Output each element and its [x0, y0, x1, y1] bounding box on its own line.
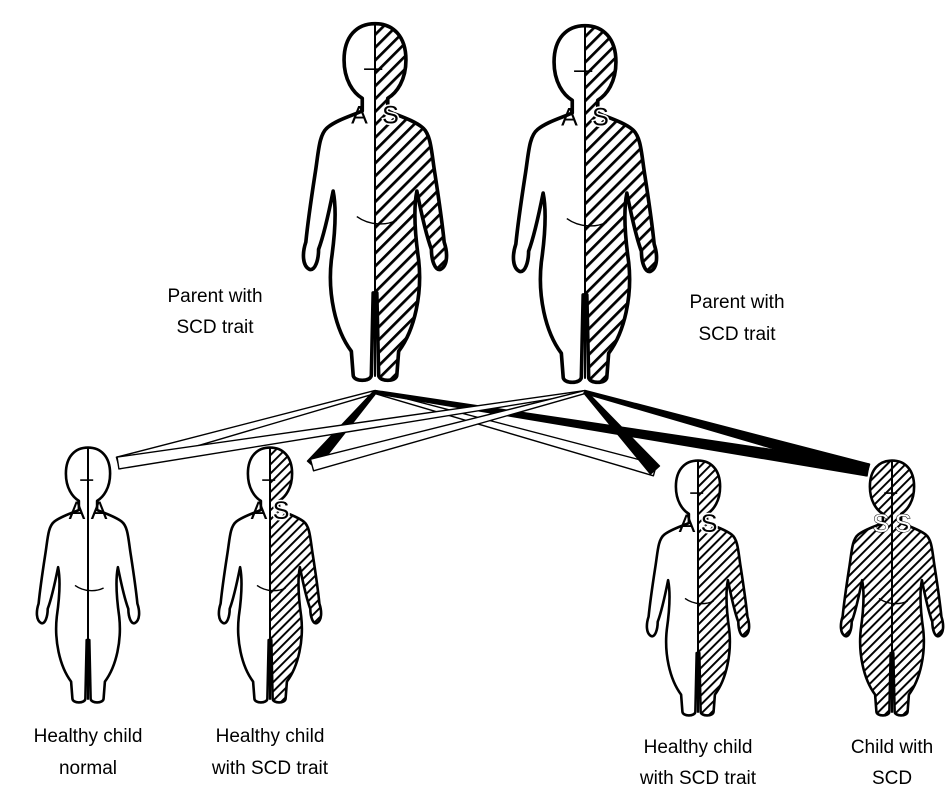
allele-letter-left: A	[251, 497, 268, 525]
child-3-label-line-1: Healthy child	[644, 737, 753, 758]
child-label-1: Healthy child normal	[34, 726, 143, 779]
parent-2-figure	[513, 26, 656, 383]
parent-1-label-line-2: SCD trait	[176, 317, 254, 338]
parent-label-1: Parent with SCD trait	[167, 286, 262, 338]
child-4-figure	[841, 461, 943, 716]
parent-2-label-line-2: SCD trait	[698, 324, 776, 345]
child-label-2: Healthy child with SCD trait	[211, 726, 329, 779]
allele-letter-right: S	[592, 104, 609, 132]
allele-letter-right: A	[91, 497, 108, 525]
allele-letter-left: A	[351, 102, 368, 130]
child-3-label-line-2: with SCD trait	[639, 768, 757, 789]
child-4-label-line-1: Child with	[851, 737, 933, 758]
allele-letter-right: S	[273, 497, 290, 525]
allele-letter-left: A	[561, 104, 578, 132]
allele-letter-right: S	[895, 510, 912, 538]
child-label-3: Healthy child with SCD trait	[639, 737, 757, 789]
allele-letter-left: S	[873, 510, 890, 538]
child-3-figure	[647, 461, 749, 716]
child-1-label-line-1: Healthy child	[34, 726, 143, 747]
inheritance-connectors	[116, 391, 869, 476]
allele-letter-left: A	[679, 510, 696, 538]
child-1-figure	[37, 448, 139, 703]
child-4-label-line-2: SCD	[872, 768, 912, 789]
parent-1-figure	[303, 24, 446, 381]
parent-2-label-line-1: Parent with	[689, 292, 784, 313]
allele-letter-left: A	[69, 497, 86, 525]
child-2-label-line-2: with SCD trait	[211, 758, 329, 779]
child-2-figure	[219, 448, 321, 703]
parent-label-2: Parent with SCD trait	[689, 292, 784, 345]
child-label-4: Child with SCD	[851, 737, 933, 789]
child-2-label-line-1: Healthy child	[216, 726, 325, 747]
parent-1-label-line-1: Parent with	[167, 286, 262, 307]
child-1-label-line-2: normal	[59, 758, 117, 779]
allele-letter-right: S	[701, 510, 718, 538]
allele-letter-right: S	[382, 102, 399, 130]
